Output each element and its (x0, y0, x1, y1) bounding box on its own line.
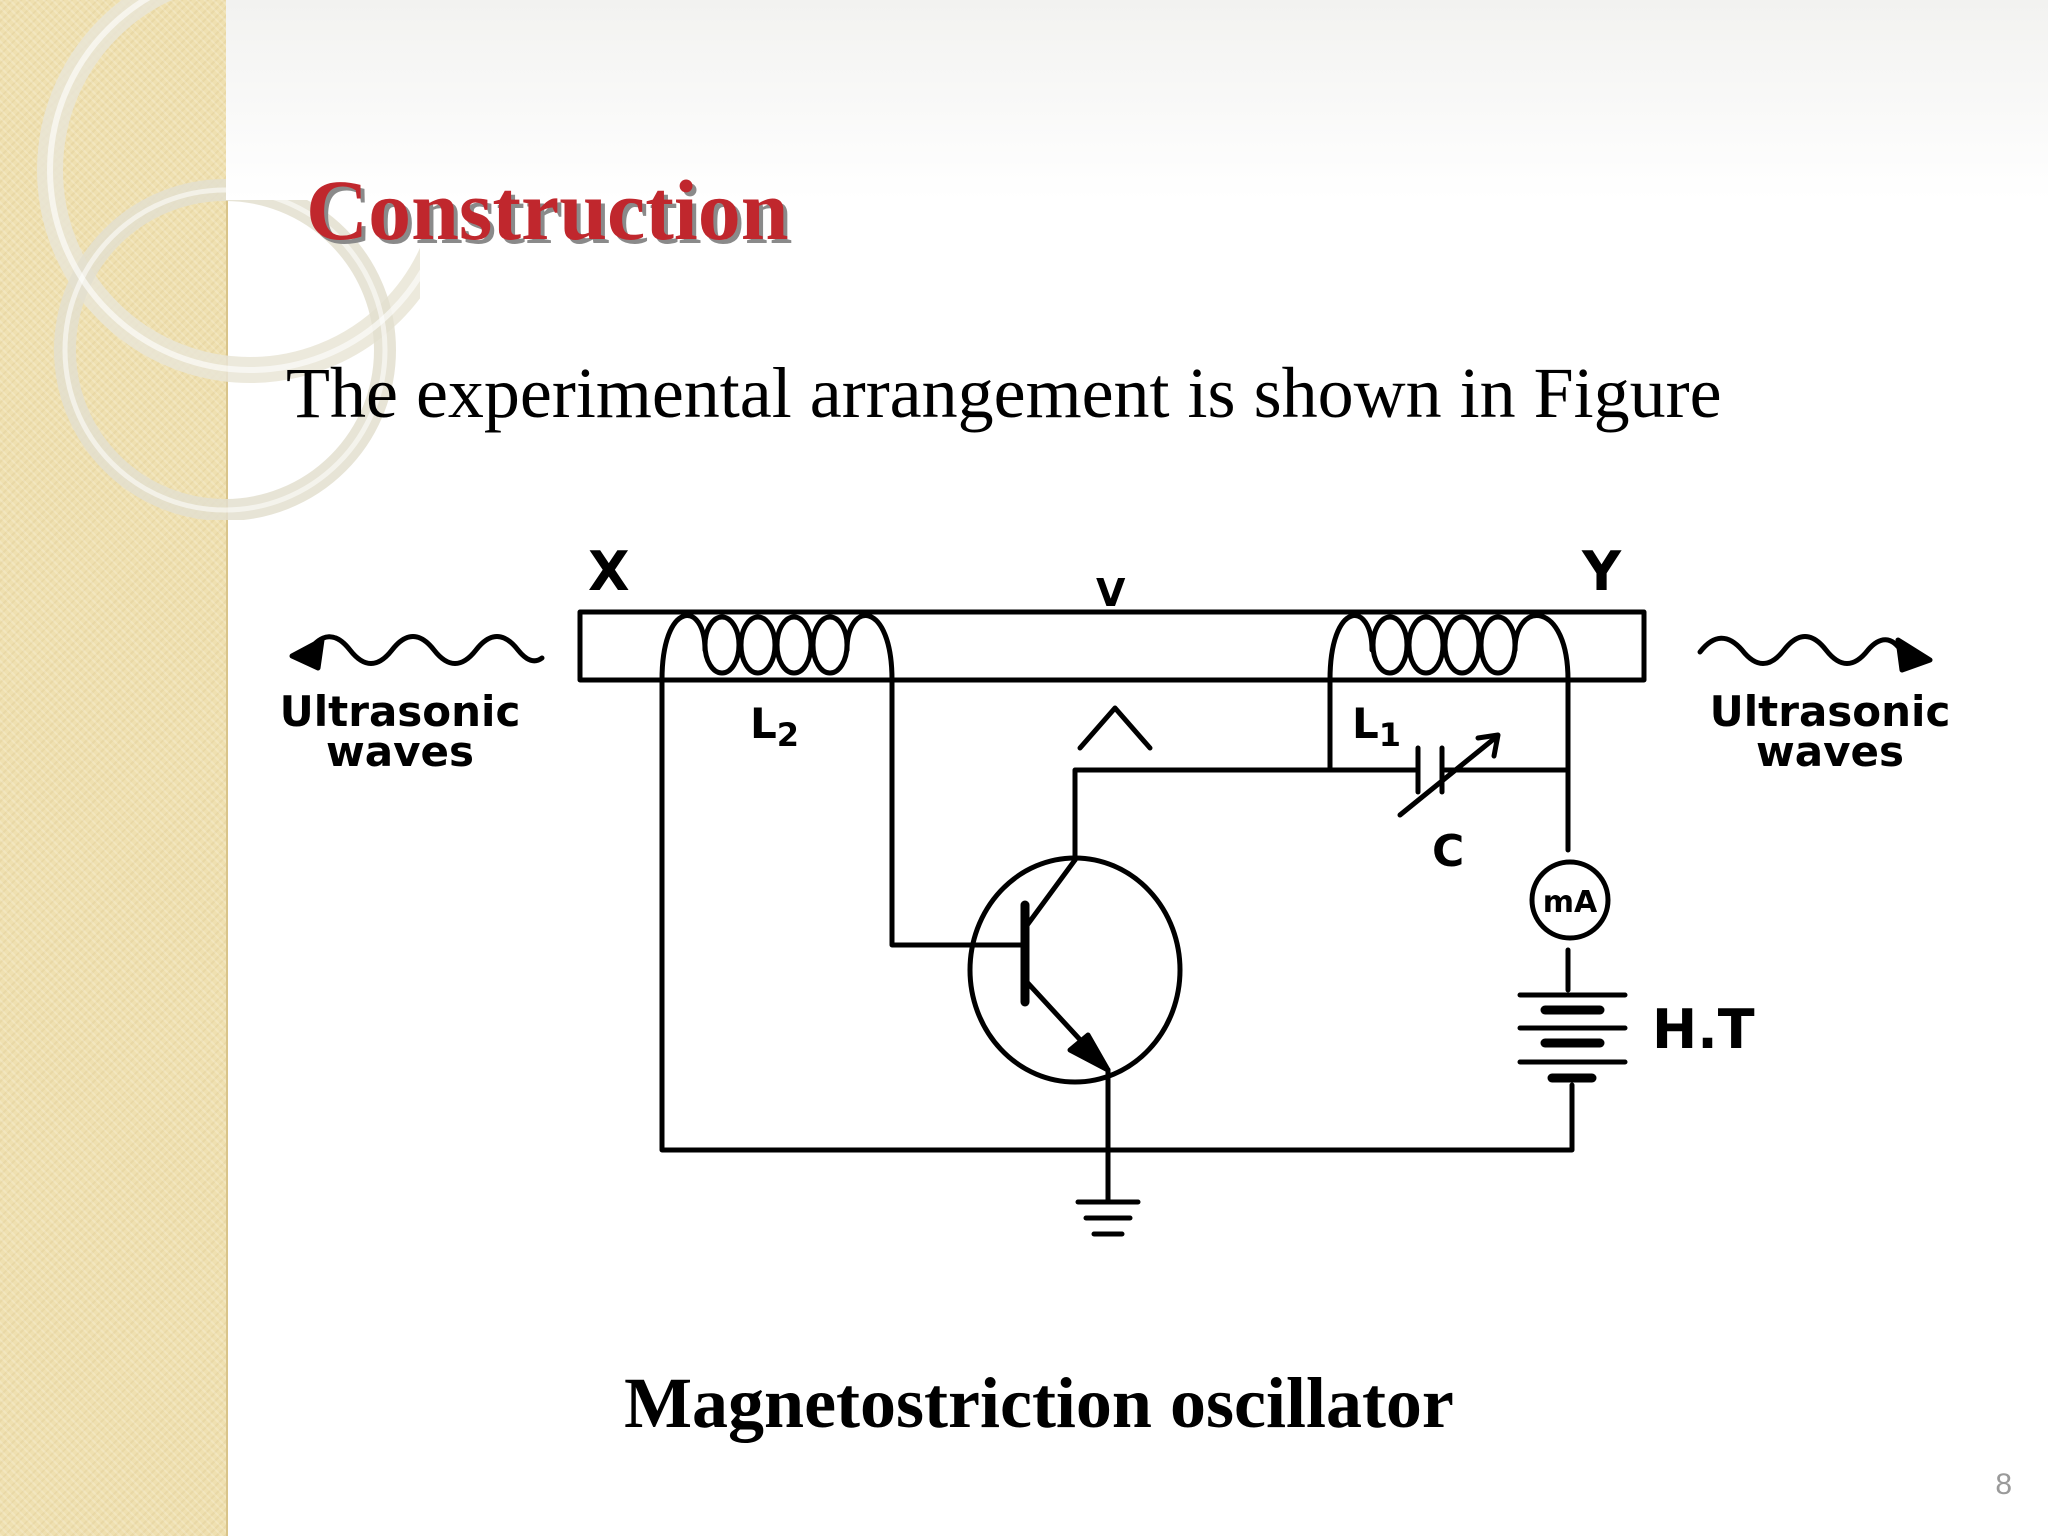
label-coil-l2: L2 (750, 699, 799, 754)
decorative-swirl (37, 0, 420, 520)
variable-capacitor (1397, 732, 1501, 818)
decorative-left-band (0, 0, 228, 1536)
label-milliammeter: mA (1543, 885, 1598, 920)
label-waves-right-1: Ultrasonic (1710, 687, 1951, 736)
label-battery: H.T (1652, 998, 1755, 1061)
header-shade (226, 0, 2048, 200)
coil-l1 (1327, 613, 1571, 683)
page-number: 8 (1995, 1468, 2012, 1501)
label-capacitor: C (1432, 826, 1464, 877)
figure-caption: Magnetostriction oscillator (624, 1363, 1454, 1443)
transistor (967, 855, 1183, 1085)
node-marker (1077, 705, 1153, 751)
label-coil-l1: L1 (1352, 699, 1401, 754)
battery-ht (1517, 992, 1628, 1083)
label-waves-left-1: Ultrasonic (280, 687, 521, 736)
label-waves-left-2: waves (326, 727, 474, 776)
rod (577, 609, 1647, 683)
coil-l2 (659, 613, 895, 683)
ground-symbol (1075, 1199, 1141, 1237)
left-wave-arrow (289, 634, 545, 671)
milliammeter (1529, 859, 1611, 941)
label-y: Y (1581, 540, 1622, 603)
intro-text: The experimental arrangement is shown in… (286, 353, 1722, 433)
label-waves-right-2: waves (1756, 727, 1904, 776)
circuit-wires (659, 677, 1575, 1203)
label-rod: V (1096, 571, 1126, 615)
slide-title: Construction (306, 162, 789, 258)
right-wave-arrow (1697, 634, 1933, 673)
label-x: X (588, 540, 630, 603)
